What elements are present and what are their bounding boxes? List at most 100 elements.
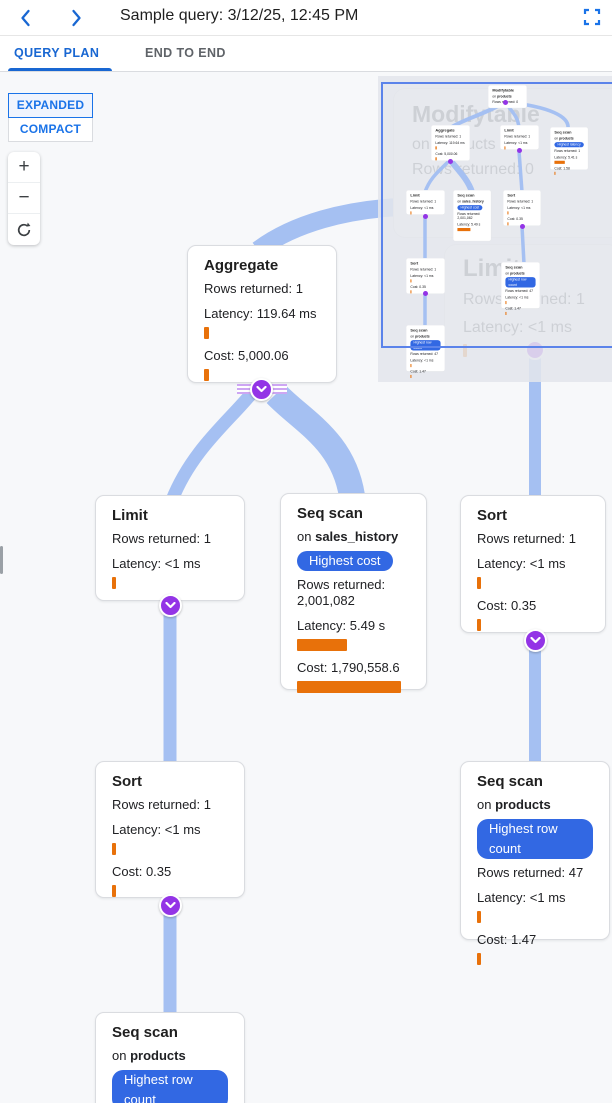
collapse-chevron-icon[interactable] xyxy=(159,894,182,917)
latency-bar xyxy=(477,911,481,923)
node-cost: Cost: 5,000.06 xyxy=(204,348,289,363)
latency-metric: Latency: <1 ms xyxy=(112,822,228,855)
node-title: Seq scan xyxy=(297,505,363,522)
node-cost: Cost: 0.35 xyxy=(112,864,172,879)
cost-metric: Cost: 0.35 xyxy=(112,864,228,897)
minimap-node-sort-2: Sort Rows returned: 1 Latency: <1 ms Cos… xyxy=(406,258,556,382)
query-plan-canvas[interactable]: Modifytable on products Rows returned: 0… xyxy=(0,72,612,1103)
highest-latency-badge: Highest latency xyxy=(554,142,584,148)
mini-collapse-dot xyxy=(503,100,508,105)
minimap-node-seq-scan-products: Seq scan on products Highest row count R… xyxy=(501,262,612,382)
node-rows: Rows returned: xyxy=(297,577,386,592)
back-chevron-icon[interactable] xyxy=(14,6,38,30)
minimap-viewport[interactable] xyxy=(381,82,612,348)
highest-row-count-badge: Highest row count xyxy=(505,277,536,288)
panel-header: Sample query: 3/12/25, 12:45 PM xyxy=(0,0,612,36)
node-latency: Latency: 5.49 s xyxy=(297,618,386,633)
collapse-chevron-icon[interactable] xyxy=(159,594,182,617)
latency-metric: Latency: <1 ms xyxy=(477,890,593,923)
plan-node-sort-right[interactable]: Sort Rows returned: 1 Latency: <1 ms Cos… xyxy=(460,495,606,633)
tab-bar: QUERY PLAN END TO END xyxy=(0,36,612,72)
node-rows: Rows returned: 47 xyxy=(477,865,584,880)
rotate-ccw-icon xyxy=(17,222,31,236)
cost-metric: Cost: 5,000.06 xyxy=(204,348,320,381)
cost-bar xyxy=(297,681,401,693)
node-title: Sort xyxy=(477,507,507,524)
node-table: on products xyxy=(477,797,551,812)
cost-metric: Cost: 1,790,558.6 xyxy=(297,660,410,693)
compact-button[interactable]: COMPACT xyxy=(8,117,93,142)
latency-metric: Latency: <1 ms xyxy=(112,556,228,589)
collapse-chevron-icon[interactable] xyxy=(250,378,273,401)
node-rows: Rows returned: 1 xyxy=(204,281,303,296)
collapse-stripes-right xyxy=(272,384,287,394)
node-rows: Rows returned: 1 xyxy=(112,531,211,546)
node-title: Limit xyxy=(112,507,148,524)
collapse-chevron-icon[interactable] xyxy=(524,629,547,652)
node-table: on products xyxy=(112,1048,186,1063)
plan-node-limit[interactable]: Limit Rows returned: 1 Latency: <1 ms xyxy=(95,495,245,601)
cost-bar xyxy=(477,619,481,631)
plan-node-seq-scan-sales-history[interactable]: Seq scan on sales_history Highest cost R… xyxy=(280,493,427,693)
node-latency: Latency: <1 ms xyxy=(477,890,566,905)
mini-collapse-dot xyxy=(423,291,428,296)
minimap-node-seq-scan-latency: Seq scan on products Highest latency Row… xyxy=(550,127,612,292)
zoom-in-button[interactable]: + xyxy=(8,152,40,183)
cost-metric: Cost: 1.47 xyxy=(477,932,593,965)
minimap-node-aggregate: Aggregate Rows returned: 1 Latency: 119.… xyxy=(431,125,581,263)
node-title: Seq scan xyxy=(477,773,543,790)
latency-bar xyxy=(297,639,347,651)
node-latency: Latency: <1 ms xyxy=(112,822,201,837)
active-tab-underline xyxy=(8,68,112,71)
collapse-stripes-left xyxy=(237,384,252,394)
node-cost: Cost: 1,790,558.6 xyxy=(297,660,400,675)
fullscreen-icon[interactable] xyxy=(582,7,602,27)
plan-node-seq-scan-products[interactable]: Seq scan on products Highest row count R… xyxy=(460,761,610,965)
node-latency: Latency: <1 ms xyxy=(477,556,566,571)
mini-collapse-dot xyxy=(423,214,428,219)
highest-row-count-badge: Highest row count xyxy=(477,819,593,859)
tab-query-plan[interactable]: QUERY PLAN xyxy=(14,46,100,60)
node-latency: Latency: 119.64 ms xyxy=(204,306,317,321)
latency-bar xyxy=(204,327,209,339)
scrollbar-thumb[interactable] xyxy=(0,546,3,574)
expanded-button[interactable]: EXPANDED xyxy=(8,93,93,118)
highest-row-count-badge: Highest row count xyxy=(112,1070,228,1103)
cost-bar xyxy=(477,953,481,965)
node-title: Sort xyxy=(112,773,142,790)
node-title: Seq scan xyxy=(112,1024,178,1041)
node-title: Aggregate xyxy=(204,257,279,274)
node-latency: Latency: <1 ms xyxy=(112,556,201,571)
latency-metric: Latency: <1 ms xyxy=(477,556,589,589)
node-rows: Rows returned: 1 xyxy=(477,531,576,546)
latency-bar xyxy=(477,577,481,589)
cost-bar xyxy=(204,369,209,381)
highest-cost-badge: Highest cost xyxy=(297,551,393,571)
zoom-out-button[interactable]: − xyxy=(8,183,40,214)
node-rows: Rows returned: 1 xyxy=(112,797,211,812)
latency-bar xyxy=(112,843,116,855)
plan-node-sort-left[interactable]: Sort Rows returned: 1 Latency: <1 ms Cos… xyxy=(95,761,245,898)
minimap-node-limit: Limit Rows returned: 1 Latency: <1 ms xyxy=(500,125,612,220)
mini-collapse-dot xyxy=(520,224,525,229)
latency-metric: Latency: 5.49 s xyxy=(297,618,410,651)
layout-mode-toggle: EXPANDED COMPACT xyxy=(8,93,93,142)
reset-zoom-button[interactable] xyxy=(8,214,40,245)
forward-chevron-icon[interactable] xyxy=(64,6,88,30)
node-rows-value: 2,001,082 xyxy=(297,593,355,608)
mini-collapse-dot xyxy=(448,159,453,164)
node-table: on sales_history xyxy=(297,529,399,544)
cost-metric: Cost: 0.35 xyxy=(477,598,589,631)
zoom-controls: + − xyxy=(8,152,40,245)
mini-collapse-dot xyxy=(517,148,522,153)
tab-end-to-end[interactable]: END TO END xyxy=(145,46,226,60)
plan-node-seq-scan-bottom[interactable]: Seq scan on products Highest row count R… xyxy=(95,1012,245,1103)
latency-metric: Latency: 119.64 ms xyxy=(204,306,320,339)
minimap-node-seq-scan-products-2: Seq scan on products Highest row count R… xyxy=(406,325,556,382)
page-title: Sample query: 3/12/25, 12:45 PM xyxy=(120,7,359,24)
plan-node-aggregate[interactable]: Aggregate Rows returned: 1 Latency: 119.… xyxy=(187,245,337,383)
node-cost: Cost: 1.47 xyxy=(477,932,537,947)
node-cost: Cost: 0.35 xyxy=(477,598,537,613)
minimap[interactable]: Modifytable on products Rows returned: 0… xyxy=(378,76,612,382)
latency-bar xyxy=(112,577,116,589)
